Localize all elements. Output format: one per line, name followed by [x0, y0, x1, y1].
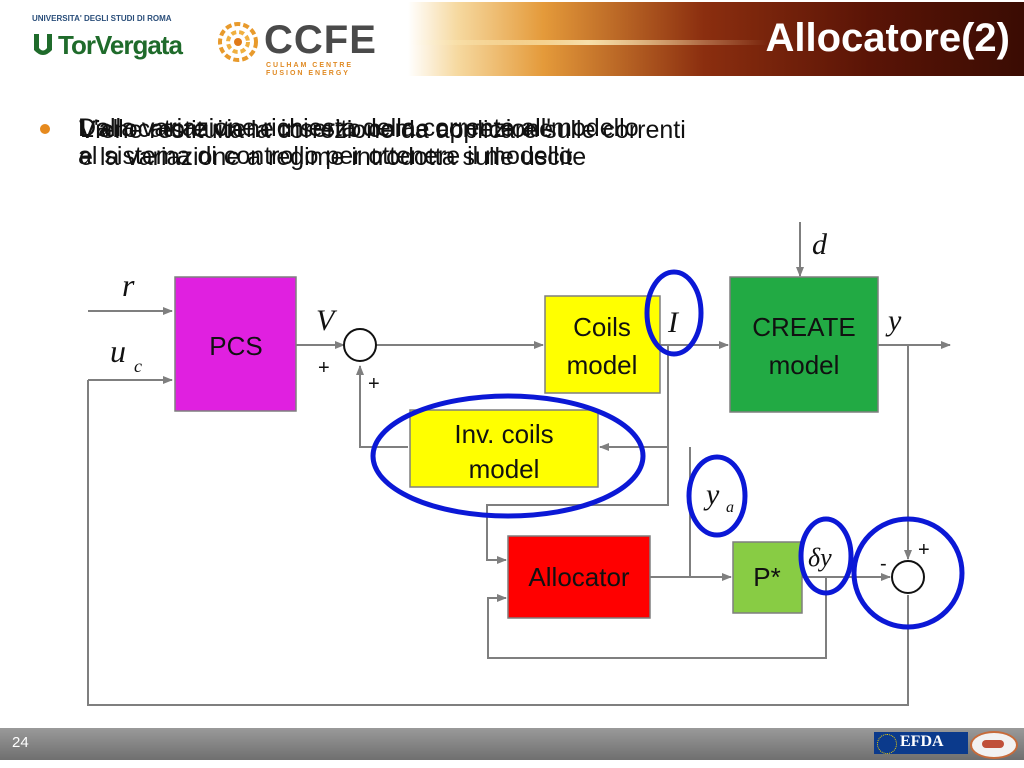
- pcs-label: PCS: [209, 331, 262, 361]
- wire-uc-feedback: [87, 380, 909, 706]
- ccfe-subtitle-1: CULHAM CENTRE: [266, 62, 354, 69]
- euratom-logo-icon: [970, 731, 1018, 759]
- university-label: UNIVERSITA' DEGLI STUDI DI ROMA: [32, 14, 172, 23]
- highlight-I: [644, 269, 704, 357]
- inv-coils-model-block: [409, 409, 599, 488]
- create-label-2: model: [769, 350, 840, 380]
- sum2-minus: -: [880, 553, 887, 575]
- signal-ya-sub: a: [726, 499, 734, 516]
- signal-r: r: [122, 267, 135, 303]
- coils-label-2: model: [567, 350, 638, 380]
- signal-dy: δy: [808, 543, 832, 572]
- wire-inv-to-sum: [356, 365, 408, 448]
- page-number: 24: [12, 734, 29, 751]
- allocator-block: [507, 535, 651, 619]
- bullet-layer-5: e la variazione a regime introdotta sull…: [79, 143, 587, 171]
- ccfe-name: CCFE: [264, 18, 377, 62]
- summing-junction-1: [343, 328, 377, 362]
- signal-ya: y: [703, 478, 720, 511]
- university-name: TorVergata: [58, 30, 183, 60]
- university-emblem-icon: [34, 34, 52, 55]
- university-logo: UNIVERSITA' DEGLI STUDI DI ROMA TorVerga…: [32, 14, 202, 70]
- banner-flare: [408, 40, 768, 45]
- wire-dy-feedback: [487, 577, 827, 659]
- bullet-layer-1: Dalla variazione richiesta della corrent…: [78, 114, 639, 142]
- sum1-plus-bottom: +: [368, 373, 380, 395]
- slide-footer: 24 EFDA: [0, 728, 1024, 760]
- title-banner: Allocatore(2): [408, 2, 1024, 76]
- ccfe-sun-icon: [218, 22, 258, 62]
- signal-y: y: [885, 304, 902, 337]
- inv-label-1: Inv. coils: [454, 419, 553, 449]
- signal-V: V: [316, 304, 338, 337]
- slide-title: Allocatore(2): [765, 16, 1011, 60]
- allocator-label: Allocator: [528, 562, 629, 592]
- bullet-layer-2: L'allocatore viene inserito come correzi…: [80, 115, 554, 143]
- bullet-layer-3: Viene restituita la correzione da applic…: [79, 116, 686, 144]
- efda-logo: EFDA: [874, 732, 968, 754]
- coils-label-1: Coils: [573, 312, 631, 342]
- signal-uc: u: [110, 333, 126, 369]
- inv-label-2: model: [469, 454, 540, 484]
- bullet-layer-4: al sistema di controllo per ottenere il …: [78, 142, 573, 170]
- signal-I: I: [667, 306, 680, 339]
- sum1-plus-left: +: [318, 357, 330, 379]
- ccfe-logo: CCFE CULHAM CENTRE FUSION ENERGY: [216, 10, 386, 77]
- highlight-inv-coils: [370, 393, 646, 519]
- summing-junction-2: [891, 560, 925, 594]
- highlight-dy: [798, 516, 854, 596]
- create-model-block: [729, 276, 879, 413]
- highlight-ya: [686, 454, 748, 538]
- sum2-plus: +: [918, 539, 930, 561]
- control-block-diagram: PCS Coils model CREATE model Inv. coils …: [87, 222, 965, 706]
- wire-I-to-allocator: [486, 447, 669, 564]
- signal-uc-sub: c: [134, 356, 142, 376]
- p-star-label: P*: [753, 562, 780, 592]
- bullet-dot-icon: [40, 124, 50, 134]
- bullet-overlapping-text: Dalla variazione richiesta della corrent…: [40, 114, 972, 194]
- slide-header: UNIVERSITA' DEGLI STUDI DI ROMA TorVerga…: [0, 0, 1024, 82]
- create-label-1: CREATE: [752, 312, 856, 342]
- pcs-block: [174, 276, 297, 412]
- p-star-block: [732, 541, 803, 614]
- coils-model-block: [544, 295, 661, 394]
- efda-label: EFDA: [900, 733, 944, 750]
- ccfe-subtitle-2: FUSION ENERGY: [266, 70, 350, 77]
- eu-stars-icon: [877, 734, 897, 754]
- signal-d: d: [812, 228, 828, 261]
- highlight-sum2: [851, 516, 965, 630]
